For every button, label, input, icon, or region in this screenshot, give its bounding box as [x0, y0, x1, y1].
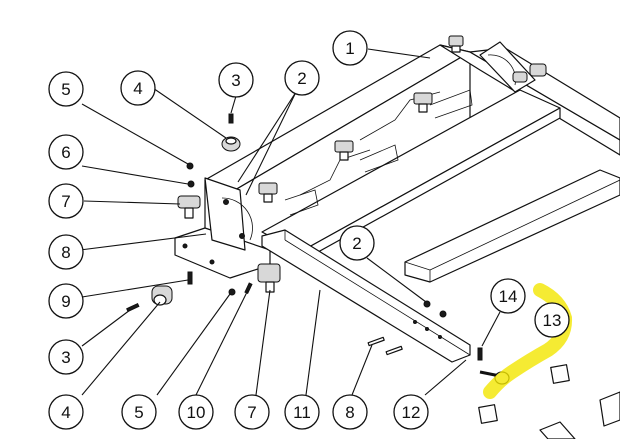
callout-label: 11	[293, 403, 311, 422]
callout-label: 5	[61, 80, 70, 99]
callout-label: 7	[247, 403, 256, 422]
main-frame	[204, 44, 620, 283]
callout-label: 3	[231, 71, 240, 90]
callout-balloon-5: 5	[48, 71, 84, 107]
callout-balloon-8b: 8	[332, 394, 368, 430]
callout-label: 7	[61, 192, 70, 211]
callout-balloon-11: 11	[284, 394, 320, 430]
callout-label: 1	[345, 39, 354, 58]
callout-balloon-6: 6	[48, 134, 84, 170]
callout-label: 5	[134, 403, 143, 422]
callout-balloon-5b: 5	[121, 394, 157, 430]
callout-balloon-4: 4	[120, 70, 156, 106]
callout-balloon-14: 14	[490, 278, 526, 314]
tube-bar	[261, 229, 471, 363]
callout-balloon-4b: 4	[48, 394, 84, 430]
callout-label: 2	[297, 69, 306, 88]
callout-balloon-3: 3	[218, 62, 254, 98]
callout-label: 4	[133, 79, 142, 98]
right-bracket	[479, 41, 547, 93]
callout-label: 6	[61, 143, 70, 162]
callout-balloon-13: 13	[534, 302, 570, 338]
callout-balloon-3b: 3	[48, 339, 84, 375]
callout-balloon-12: 12	[393, 394, 429, 430]
callout-label: 10	[187, 403, 206, 422]
callout-label: 9	[61, 292, 70, 311]
callout-label: 3	[61, 348, 70, 367]
leader-lines	[79, 48, 501, 396]
side-plate	[174, 177, 271, 279]
callout-label: 12	[402, 403, 421, 422]
frame-feet	[258, 35, 464, 203]
callout-label: 2	[352, 234, 361, 253]
callout-balloon-7b: 7	[234, 394, 270, 430]
callout-balloon-2b: 2	[339, 225, 375, 261]
callout-label: 13	[543, 311, 562, 330]
callout-balloon-10: 10	[178, 394, 214, 430]
callout-balloon-9: 9	[48, 283, 84, 319]
callout-balloon-2: 2	[284, 60, 320, 96]
callout-label: 14	[499, 287, 518, 306]
loose-hardware	[126, 113, 620, 439]
callout-label: 4	[61, 403, 70, 422]
callout-label: 8	[345, 403, 354, 422]
callout-label: 8	[61, 243, 70, 262]
callout-balloon-7: 7	[48, 183, 84, 219]
callout-balloon-1: 1	[332, 30, 368, 66]
callout-balloon-8: 8	[48, 234, 84, 270]
